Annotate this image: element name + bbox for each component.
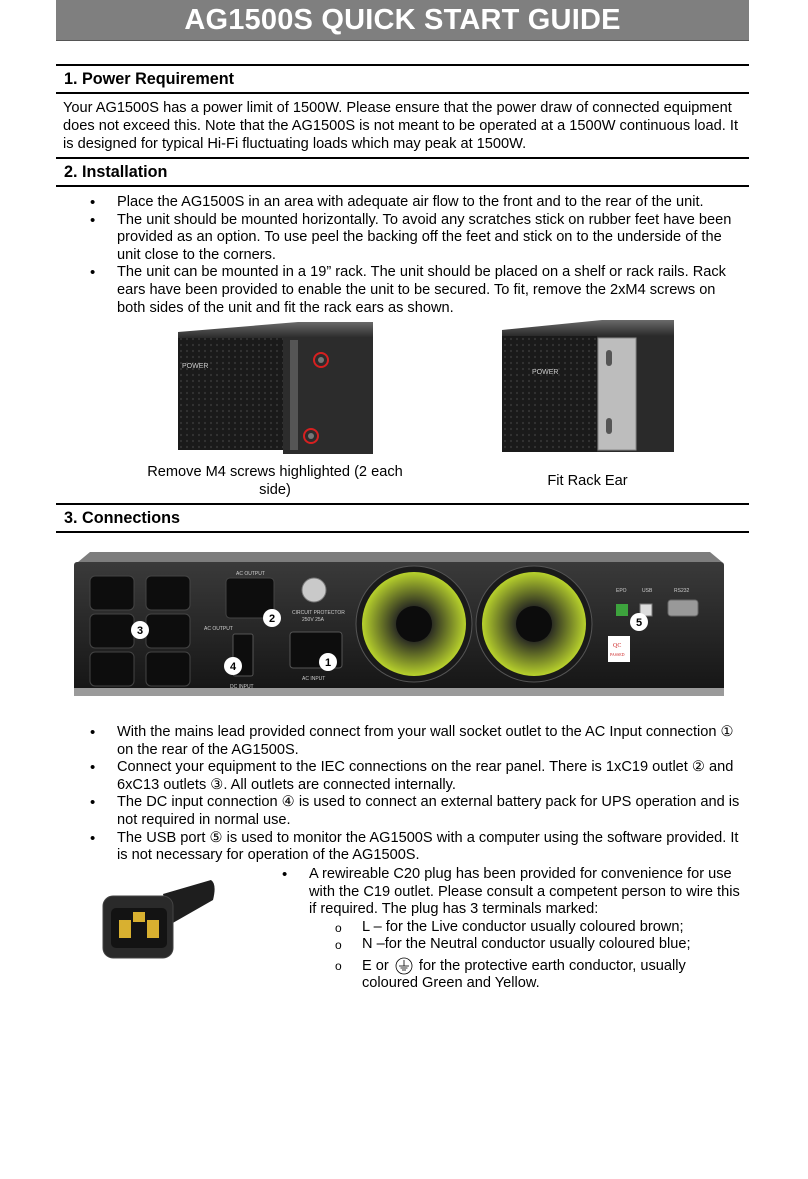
qc-sticker [608, 636, 630, 662]
section-heading-connections: 3. Connections [56, 503, 749, 533]
section-heading-installation: 2. Installation [56, 157, 749, 187]
rs232-port [667, 599, 699, 617]
brand-logo: POWER [182, 363, 208, 370]
earth-symbol-icon [395, 957, 413, 975]
list-item: Connect your equipment to the IEC connec… [90, 759, 745, 794]
svg-text:AC INPUT: AC INPUT [302, 676, 325, 682]
list-item: The unit should be mounted horizontally.… [90, 212, 745, 265]
installation-list: Place the AG1500S in an area with adequa… [90, 194, 745, 317]
svg-text:CIRCUIT PROTECTOR: CIRCUIT PROTECTOR [292, 610, 345, 616]
rear-panel-photo: AC OUTPUT AC OUTPUT CIRCUIT PROTECTOR 25… [74, 552, 724, 696]
plug-description: A rewireable C20 plug has been provided … [309, 866, 740, 918]
marker-2: 2 [269, 613, 275, 625]
terminal-list: L – for the Live conductor usually colou… [335, 919, 742, 993]
svg-text:EPO: EPO [616, 588, 627, 594]
cooling-fan [355, 565, 473, 683]
circuit-protector [301, 577, 327, 603]
ac-output-label: AC OUTPUT [204, 626, 233, 632]
screws-photo: POWER [178, 322, 373, 454]
marker-1: 1 [325, 657, 331, 669]
terminal-neutral: N –for the Neutral conductor usually col… [335, 936, 742, 954]
list-item: Place the AG1500S in an area with adequa… [90, 194, 745, 212]
marker-3: 3 [137, 625, 143, 637]
list-item: The USB port ⑤ is used to monitor the AG… [90, 830, 745, 865]
c19-outlet [225, 577, 275, 619]
rack-ear [597, 337, 637, 451]
svg-text:250V 25A: 250V 25A [302, 617, 325, 623]
marker-4: 4 [230, 661, 237, 673]
svg-text:DC INPUT: DC INPUT [230, 684, 254, 690]
caption-fit-rack-ear: Fit Rack Ear [547, 473, 628, 489]
plug-list: A rewireable C20 plug has been provided … [282, 866, 742, 993]
screw-highlight [313, 352, 329, 368]
svg-text:AC OUTPUT: AC OUTPUT [236, 571, 265, 577]
svg-text:USB: USB [642, 588, 653, 594]
usb-port [639, 603, 653, 617]
connections-list: With the mains lead provided connect fro… [90, 724, 745, 865]
section-heading-power: 1. Power Requirement [56, 64, 749, 94]
brand-logo: POWER [532, 369, 558, 376]
screw-highlight [303, 428, 319, 444]
power-paragraph: Your AG1500S has a power limit of 1500W.… [63, 100, 739, 152]
c20-plug-photo [102, 880, 215, 959]
list-item: A rewireable C20 plug has been provided … [282, 866, 742, 993]
page-title: AG1500S QUICK START GUIDE [184, 3, 621, 36]
terminal-earth: E or for the protective earth conductor,… [335, 957, 742, 993]
marker-5: 5 [636, 617, 642, 629]
list-item: The DC input connection ④ is used to con… [90, 794, 745, 829]
svg-text:QC: QC [613, 643, 621, 649]
svg-text:PASSED: PASSED [610, 652, 625, 657]
list-item: With the mains lead provided connect fro… [90, 724, 745, 759]
list-item: The unit can be mounted in a 19” rack. T… [90, 264, 745, 317]
epo-port [616, 604, 628, 616]
caption-remove-screws: Remove M4 screws highlighted (2 each sid… [147, 464, 403, 498]
cooling-fan [475, 565, 593, 683]
terminal-live: L – for the Live conductor usually colou… [335, 919, 742, 937]
svg-text:RS232: RS232 [674, 588, 690, 594]
rack-ear-photo: POWER [502, 320, 674, 452]
title-bar: AG1500S QUICK START GUIDE [56, 0, 749, 41]
